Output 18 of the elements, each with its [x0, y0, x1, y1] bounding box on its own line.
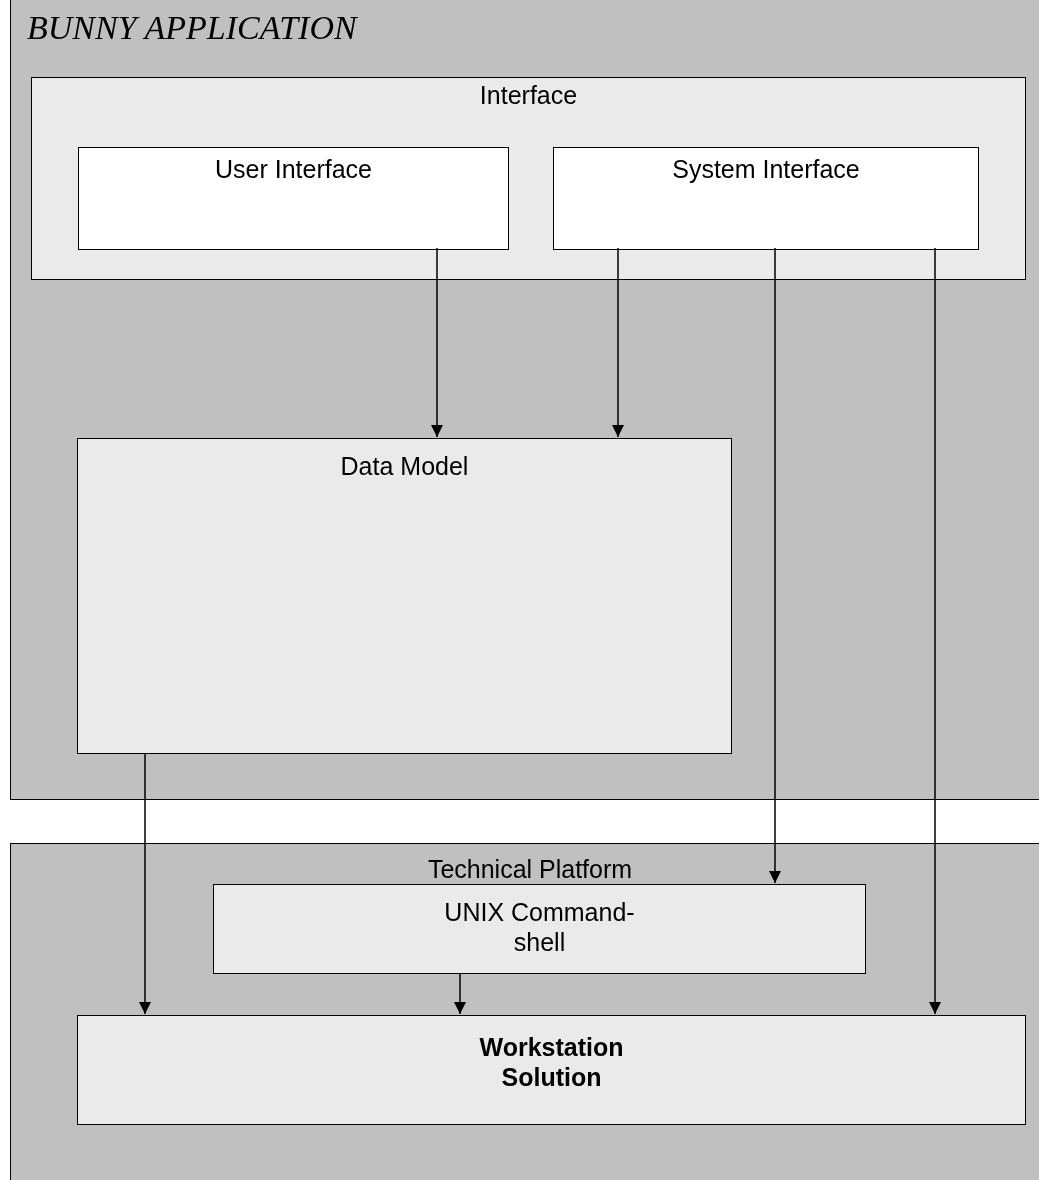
arrow — [139, 752, 151, 1015]
interface-panel — [31, 77, 1026, 280]
interface-box — [553, 147, 979, 250]
group-label: BUNNY APPLICATION — [27, 9, 357, 47]
data-model-box — [77, 438, 732, 754]
platform-frame — [10, 843, 1039, 1180]
shell-box — [213, 884, 866, 974]
solution-box — [77, 1015, 1026, 1125]
application-frame — [10, 0, 1039, 800]
component-label: UNIX Command-shell — [443, 897, 636, 957]
interface-box — [78, 147, 509, 250]
group-label: Interface — [479, 80, 578, 110]
component-label: Data Model — [340, 451, 469, 481]
group-label: Technical Platform — [427, 854, 633, 884]
component-label: User Interface — [215, 154, 372, 184]
component-label: System Interface — [672, 154, 860, 184]
component-label: Workstation Solution — [478, 1032, 625, 1092]
arrow — [454, 972, 466, 1015]
